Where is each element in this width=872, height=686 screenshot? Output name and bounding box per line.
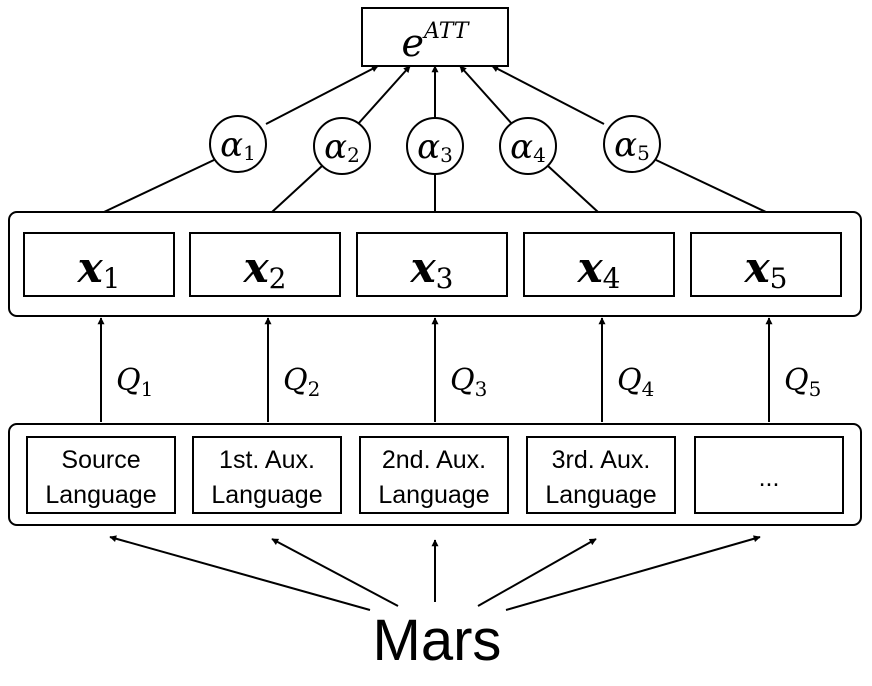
svg-text:1st. Aux.: 1st. Aux.: [219, 446, 315, 474]
source-arrows: [109, 535, 761, 611]
svg-text:...: ...: [759, 464, 780, 492]
language-boxes: Source Language 1st. Aux. Language 2nd. …: [26, 436, 844, 514]
arrow-alpha5-to-output: [491, 65, 605, 125]
language-box-aux2: 2nd. Aux. Language: [359, 436, 509, 514]
query-arrows: [97, 317, 773, 422]
svg-text:x5: x5: [744, 243, 788, 295]
arrow-source-to-lang2: [271, 538, 399, 607]
weight-node-5: α5: [603, 115, 661, 173]
language-box-more: ...: [694, 436, 844, 514]
weight-node-4: α4: [499, 117, 557, 175]
svg-text:x4: x4: [577, 243, 621, 295]
encoding-boxes: x1 x2 x3 x4 x5: [23, 232, 842, 297]
svg-text:Language: Language: [45, 481, 156, 509]
svg-text:x3: x3: [410, 243, 454, 295]
svg-text:α5: α5: [614, 125, 650, 165]
svg-text:3rd. Aux.: 3rd. Aux.: [552, 446, 651, 474]
query-label-1: Q1: [116, 363, 153, 401]
attention-arrows: [265, 65, 605, 125]
svg-text:x1: x1: [77, 243, 121, 295]
output-label: eATT: [402, 19, 471, 65]
svg-text:α2: α2: [324, 127, 360, 167]
output-box: [361, 7, 509, 67]
line-x5-to-alpha5: [655, 159, 767, 213]
weight-nodes: α1 α2 α3 α4 α5: [209, 115, 661, 175]
encoding-box-4: x4: [523, 232, 675, 297]
svg-text:Language: Language: [378, 481, 489, 509]
query-labels: Q1 Q2 Q3 Q4 Q5: [116, 363, 821, 401]
encoding-box-3: x3: [356, 232, 508, 297]
arrow-source-to-lang1: [109, 535, 371, 611]
query-label-4: Q4: [617, 363, 654, 401]
line-x4-to-alpha4: [547, 165, 599, 213]
line-x2-to-alpha2: [271, 165, 323, 213]
svg-text:α4: α4: [510, 127, 546, 167]
svg-text:Language: Language: [211, 481, 322, 509]
query-label-3: Q3: [450, 363, 487, 401]
weight-node-3: α3: [406, 117, 464, 175]
query-label-5: Q5: [784, 363, 821, 401]
weight-node-1: α1: [209, 115, 267, 173]
svg-text:α1: α1: [220, 125, 256, 165]
arrow-source-to-lang5: [505, 535, 761, 611]
svg-text:Language: Language: [545, 481, 656, 509]
arrow-alpha4-to-output: [459, 65, 513, 125]
weight-node-2: α2: [313, 117, 371, 175]
source-label: Mars: [373, 608, 502, 673]
encoding-box-2: x2: [189, 232, 341, 297]
arrow-source-to-lang4: [477, 538, 597, 607]
svg-text:α3: α3: [417, 127, 453, 167]
svg-text:x2: x2: [243, 243, 287, 295]
language-box-aux1: 1st. Aux. Language: [192, 436, 342, 514]
svg-text:2nd. Aux.: 2nd. Aux.: [382, 446, 486, 474]
language-box-source: Source Language: [26, 436, 176, 514]
weight-lines: [103, 159, 767, 213]
arrow-alpha1-to-output: [265, 65, 379, 125]
svg-text:Source: Source: [61, 446, 140, 474]
arrow-alpha2-to-output: [357, 65, 411, 125]
language-box-aux3: 3rd. Aux. Language: [526, 436, 676, 514]
encoding-box-1: x1: [23, 232, 175, 297]
query-label-2: Q2: [283, 363, 320, 401]
line-x1-to-alpha1: [103, 159, 215, 213]
encoding-box-5: x5: [690, 232, 842, 297]
